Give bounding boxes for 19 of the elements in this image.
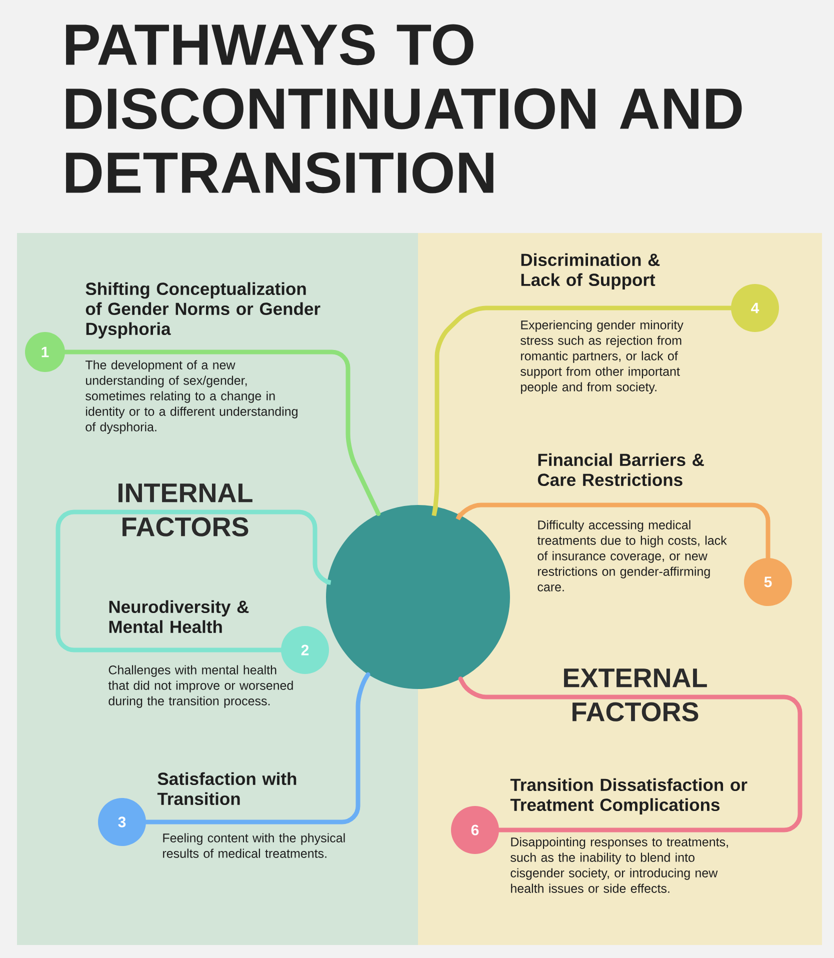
factor-heading: Discrimination & Lack of Support	[521, 253, 660, 290]
connector-line	[144, 672, 370, 824]
factor-heading: Satisfaction with Transition	[157, 772, 296, 806]
connector-line	[432, 306, 734, 518]
connector-line	[62, 350, 381, 516]
factor-description: Experiencing gender minority stress such as rejection from romantic partners, or lack of support from other important people and from society.	[520, 320, 684, 394]
central-circle	[326, 505, 510, 689]
factor-description: Disappointing responses to treatments, such as the inability to blend into cisgender society, or introducing new health issues or side effects.	[510, 837, 728, 893]
factor-heading: Financial Barriers & Care Restrictions	[538, 453, 704, 486]
connector-line	[458, 676, 802, 832]
factor-description: Difficulty accessing medical treatments due to high costs, lack of insurance coverage, or new restrictions on gender-affirming care.	[537, 520, 727, 592]
factor-description: Feeling content with the physical results of medical treatments.	[163, 833, 345, 858]
factor-description: The development of a new understanding of sex/gender, sometimes relating to a change in identity or to a different understanding of dysphoria.	[85, 360, 298, 434]
factor-heading: Shifting Conceptualization of Gender Norms or Gender Dysphoria	[86, 282, 320, 339]
factor-heading: Transition Dissatisfaction or Treatment Complications	[510, 778, 748, 815]
connector-line	[56, 510, 334, 652]
title: PATHWAYS TO DISCONTINUATION AND DETRANSITION	[66, 24, 742, 194]
connector-line	[455, 502, 770, 560]
factor-heading: Neurodiversity & Mental Health	[109, 600, 249, 634]
